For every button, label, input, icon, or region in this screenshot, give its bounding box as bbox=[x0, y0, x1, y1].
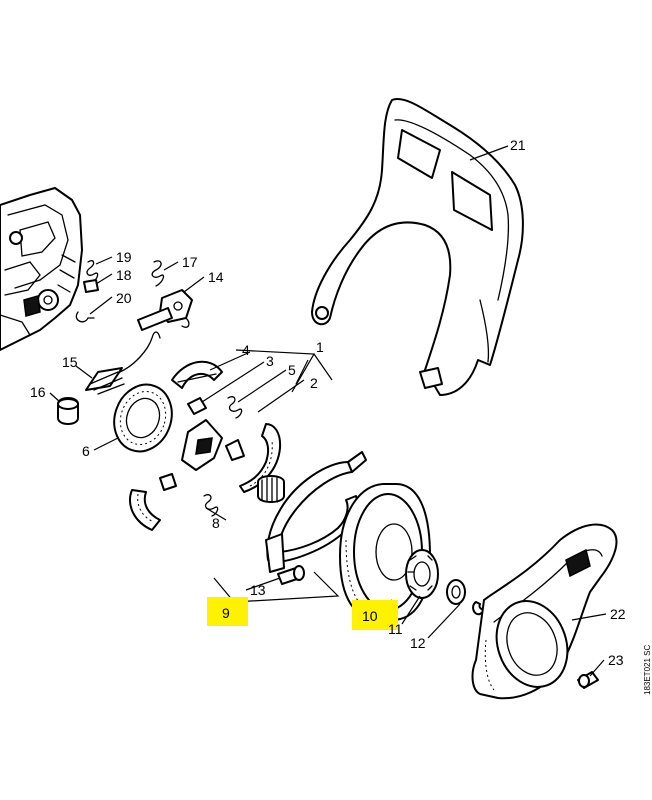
callout-20: 20 bbox=[116, 290, 132, 306]
callout-12: 12 bbox=[410, 635, 426, 651]
hand-guard bbox=[311, 98, 524, 396]
drawing-reference: 183ET021 SC bbox=[643, 645, 652, 695]
callout-18: 18 bbox=[116, 267, 132, 283]
callout-3: 3 bbox=[266, 353, 274, 369]
washer-and-clip bbox=[446, 579, 487, 616]
group-brackets bbox=[213, 349, 340, 603]
highlight-10 bbox=[352, 600, 398, 630]
callout-11: 11 bbox=[388, 621, 403, 637]
brake-band bbox=[265, 451, 367, 585]
callout-16: 16 bbox=[30, 384, 46, 400]
callout-21: 21 bbox=[510, 137, 526, 153]
highlight-9 bbox=[207, 597, 248, 626]
callout-15: 15 bbox=[62, 354, 78, 370]
callout-19: 19 bbox=[116, 249, 132, 265]
callout-6: 6 bbox=[82, 443, 90, 459]
callout-1: 1 bbox=[316, 339, 324, 355]
callout-labels: 21 19 18 20 17 14 4 1 3 5 2 15 16 6 8 13… bbox=[30, 137, 626, 668]
callout-8: 8 bbox=[212, 515, 220, 531]
callout-14: 14 bbox=[208, 269, 224, 285]
engine-housing bbox=[0, 187, 83, 351]
callout-22: 22 bbox=[610, 606, 626, 622]
callout-13: 13 bbox=[250, 582, 266, 598]
small-parts-upper-left bbox=[57, 260, 193, 425]
callout-9: 9 bbox=[222, 605, 230, 621]
callout-2: 2 bbox=[310, 375, 318, 391]
brake-assembly bbox=[113, 360, 285, 531]
sprocket-cover bbox=[471, 523, 618, 700]
callout-5: 5 bbox=[288, 362, 296, 378]
callout-17: 17 bbox=[182, 254, 198, 270]
clutch-drum bbox=[339, 483, 439, 621]
callout-23: 23 bbox=[608, 652, 624, 668]
callout-4: 4 bbox=[242, 342, 250, 358]
callout-10: 10 bbox=[362, 608, 378, 624]
